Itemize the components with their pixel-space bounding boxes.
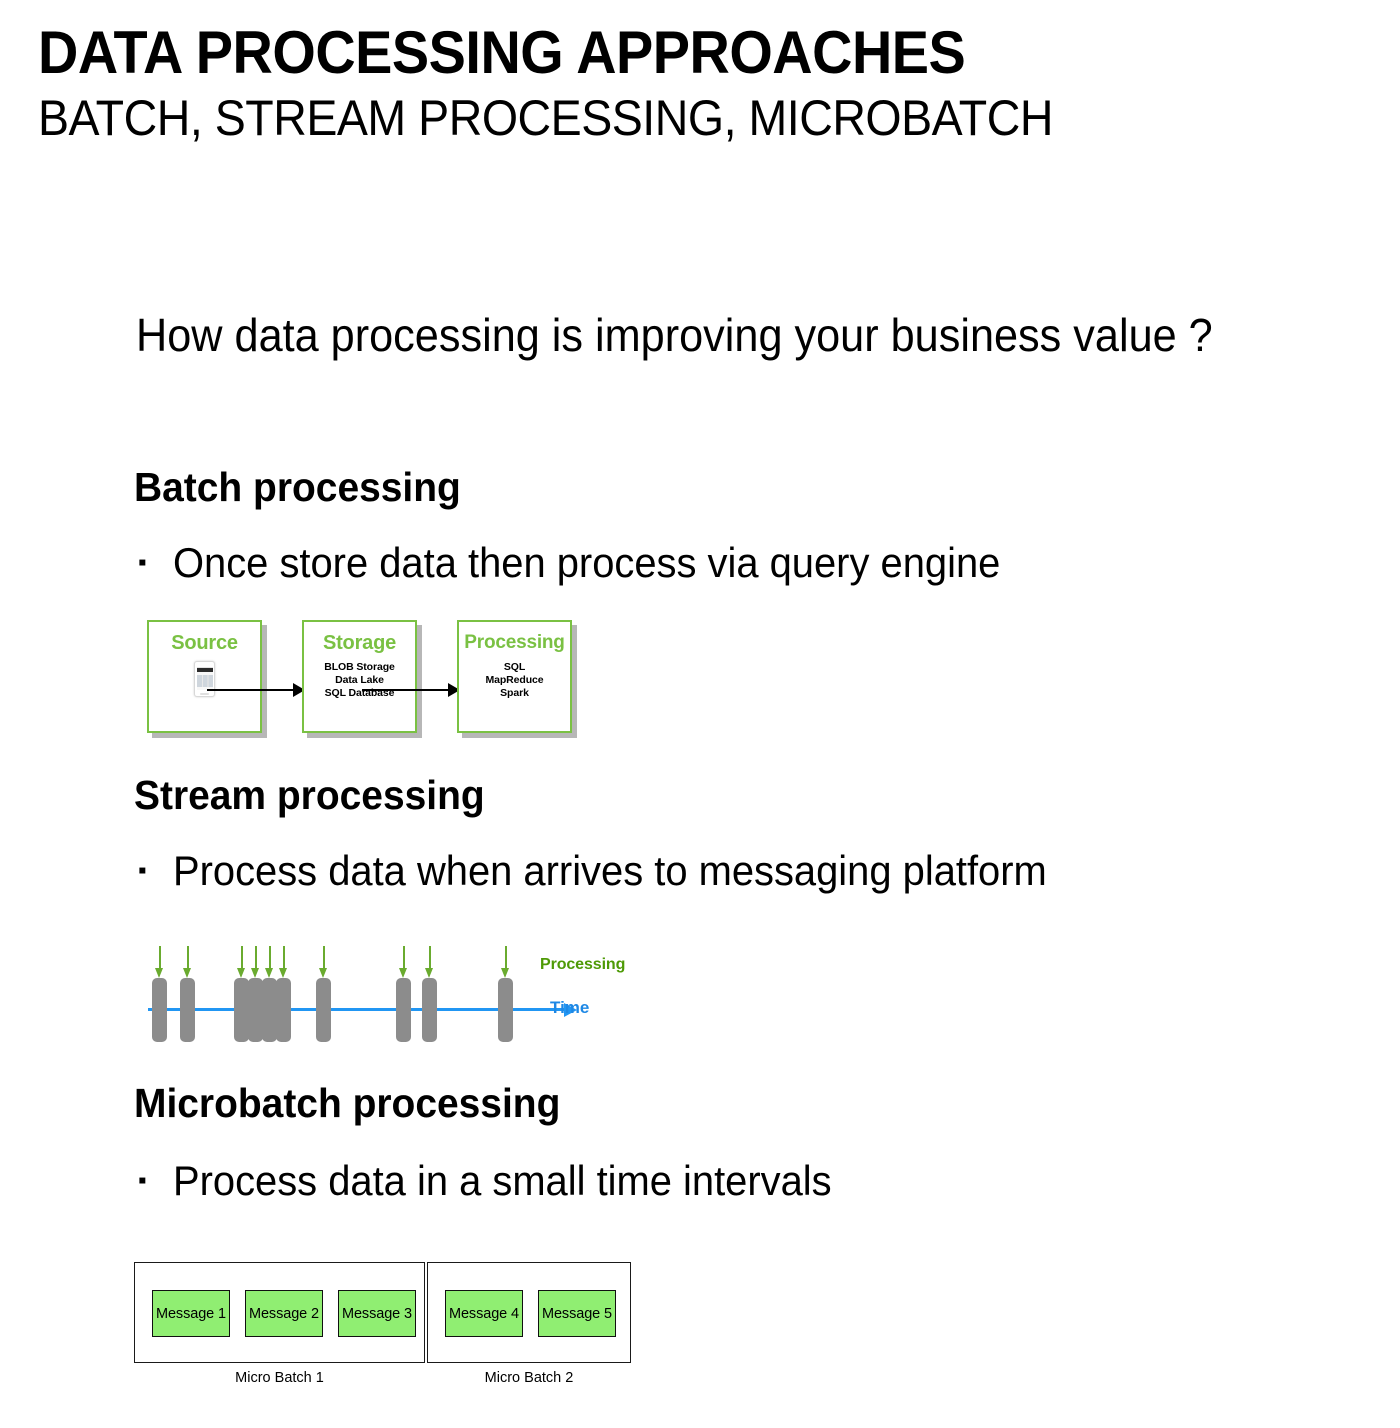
batch-box-storage: Storage BLOB Storage Data Lake SQL Datab… [302,620,417,733]
batch-processing-line-2: MapReduce [485,674,544,686]
stream-event-bar [262,978,277,1042]
bullet-square-icon: ▪ [138,1167,147,1194]
bullet-square-icon: ▪ [138,857,147,884]
section-heading-stream: Stream processing [134,772,485,818]
stream-event-bar [396,978,411,1042]
smartphone-home-bar [200,692,209,695]
arrow-head [399,968,407,978]
arrow-head [237,968,245,978]
batch-box-processing-title: Processing [464,632,565,653]
processing-arrow-icon [425,946,435,980]
stream-event-bar [422,978,437,1042]
arrow-head [183,968,191,978]
page-subtitle: BATCH, STREAM PROCESSING, MICROBATCH [38,90,1053,146]
stream-label-time: Time [550,998,590,1017]
processing-arrow-icon [501,946,511,980]
section-heading-batch: Batch processing [134,464,461,510]
bullet-batch-text: Once store data then process via query e… [172,539,1000,586]
batch-processing-line-1: SQL [503,661,526,673]
processing-arrow-icon [399,946,409,980]
processing-arrow-icon [279,946,289,980]
arrow-head [251,968,259,978]
arrow-shaft [282,946,286,970]
stream-processing-diagram: Processing Time [130,940,770,1050]
arrow-shaft [428,946,432,970]
smartphone-icon [194,661,215,697]
arrow-shaft [362,689,450,692]
time-axis-arrowhead-icon [564,1002,577,1017]
arrow-shaft [322,946,326,970]
stream-event-bar [276,978,291,1042]
arrow-head [425,968,433,978]
message-box: Message 5 [538,1290,616,1337]
processing-arrow-icon [237,946,247,980]
processing-arrow-icon [155,946,165,980]
message-box: Message 3 [338,1290,416,1337]
arrow-shaft [254,946,258,970]
micro-batch-caption-2: Micro Batch 2 [484,1370,574,1386]
arrow-shaft [207,689,295,692]
arrow-head [155,968,163,978]
section-heading-microbatch: Microbatch processing [134,1080,561,1126]
title-block: DATA PROCESSING APPROACHES BATCH, STREAM… [38,19,1368,147]
processing-arrow-icon [183,946,193,980]
arrow-shaft [402,946,406,970]
processing-arrow-icon [319,946,329,980]
stream-event-bar [180,978,195,1042]
bullet-stream: ▪ Process data when arrives to messaging… [138,846,1092,896]
stream-event-bar [248,978,263,1042]
stream-event-bar [316,978,331,1042]
stream-event-bar [234,978,249,1042]
lead-question: How data processing is improving your bu… [136,309,1213,361]
bullet-stream-text: Process data when arrives to messaging p… [172,847,1047,894]
arrow-shaft [268,946,272,970]
arrow-shaft [504,946,508,970]
bullet-microbatch-text: Process data in a small time intervals [172,1157,832,1204]
batch-box-processing-lines: SQL MapReduce Spark [459,661,570,700]
processing-arrow-icon [265,946,275,980]
bullet-batch: ▪ Once store data then process via query… [138,538,1043,588]
batch-box-source: Source [147,620,262,733]
arrow-shaft [240,946,244,970]
message-box: Message 4 [445,1290,523,1337]
batch-box-processing: Processing SQL MapReduce Spark [457,620,572,733]
arrow-source-to-storage-icon [207,680,305,700]
arrow-head [279,968,287,978]
batch-storage-line-2: Data Lake [335,674,384,686]
stream-label-processing: Processing [540,956,626,973]
arrow-storage-to-processing-icon [362,680,460,700]
batch-box-storage-title: Storage [322,632,397,654]
smartphone-screen [196,667,213,690]
stream-event-bar [152,978,167,1042]
arrow-head [501,968,509,978]
microbatch-processing-diagram: Message 1 Message 2 Message 3 Message 4 Mess… [134,1262,634,1392]
time-axis-line [148,1008,564,1011]
bullet-microbatch: ▪ Process data in a small time intervals [138,1156,866,1206]
arrow-head [319,968,327,978]
bullet-square-icon: ▪ [138,549,147,576]
stream-event-bar [498,978,513,1042]
batch-processing-diagram: Source Storage BLOB Storage Data Lake SQ… [147,620,607,745]
micro-batch-caption-1: Micro Batch 1 [235,1370,324,1386]
batch-box-source-title: Source [171,632,238,654]
arrow-shaft [158,946,162,970]
batch-storage-line-1: BLOB Storage [324,661,395,673]
message-box: Message 1 [152,1290,230,1337]
message-box: Message 2 [245,1290,323,1337]
arrow-head [265,968,273,978]
processing-arrow-icon [251,946,261,980]
arrow-shaft [186,946,190,970]
page-title: DATA PROCESSING APPROACHES [38,19,966,86]
batch-processing-line-3: Spark [500,687,529,699]
